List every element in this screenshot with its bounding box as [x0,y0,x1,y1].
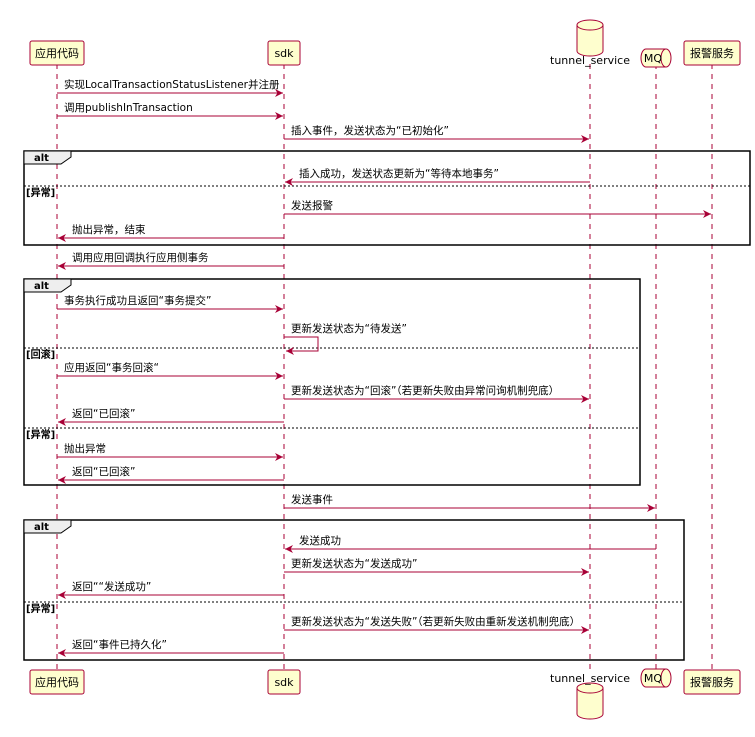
message-label: 返回“已回滚” [72,465,135,478]
fragment-label: alt [34,281,49,292]
message-label: 更新发送状态为“发送失败”（若更新失败由重新发送机制兜底） [291,615,580,628]
fragment-guard: [异常] [26,602,55,615]
message-arrow: 返回““发送成功” [58,580,284,599]
participant-label: 应用代码 [35,46,79,60]
message-label: 抛出异常，结束 [72,223,146,236]
participant-tunnel-top: tunnel_service [550,19,630,67]
participant-sdk-top: sdk [267,40,301,66]
message-arrow: 抛出异常 [57,442,283,461]
alt-fragment: alt [异常] [23,519,685,661]
message-arrow: 发送成功 [285,534,656,553]
message-arrow: 应用返回“事务回滚“ [57,361,283,380]
message-label: 事务执行成功且返回“事务提交” [64,294,211,307]
fragment-guard: [异常] [26,186,55,199]
message-arrow: 事务执行成功且返回“事务提交” [57,294,283,313]
participant-label: sdk [274,676,294,689]
participant-mq-top: MQ [640,48,672,68]
message-arrow: 插入事件，发送状态为“已初始化” [284,124,589,143]
message-label: 发送成功 [299,534,341,547]
fragment-guard: [异常] [26,428,55,441]
participant-label: tunnel_service [550,672,630,685]
message-label: 更新发送状态为“待发送” [291,322,407,335]
message-arrow: 抛出异常，结束 [58,223,284,242]
message-label: 发送事件 [291,493,333,506]
message-label: 插入事件，发送状态为“已初始化” [291,124,449,137]
message-label: 调用应用回调执行应用侧事务 [72,251,209,264]
message-arrow: 返回“已回滚” [58,465,284,484]
message-arrow: 更新发送状态为“发送成功” [284,557,589,576]
fragment-label: alt [34,153,49,164]
participant-app-bottom: 应用代码 [29,669,85,695]
message-label: 发送报警 [291,199,333,212]
message-arrow: 发送报警 [284,199,711,218]
message-label: 抛出异常 [64,442,106,455]
message-arrow: 发送事件 [284,493,655,512]
message-label: 更新发送状态为“回滚”（若更新失败由异常问询机制兜底） [291,384,559,397]
message-label: 返回“已回滚” [72,407,135,420]
participant-label: 报警服务 [690,46,734,60]
participant-label: sdk [274,47,294,60]
message-arrow: 更新发送状态为“发送失败”（若更新失败由重新发送机制兜底） [284,615,589,634]
alt-fragment: alt [回滚] [异常] [23,278,641,486]
message-label: 返回““发送成功” [72,580,151,593]
message-arrow: 更新发送状态为“回滚”（若更新失败由异常问询机制兜底） [284,384,589,403]
message-arrow: 实现LocalTransactionStatusListener并注册 [57,78,283,97]
message-arrow: 返回“已回滚” [58,407,284,426]
message-arrow: 更新发送状态为“待发送” [284,322,407,355]
participant-label: 应用代码 [35,675,79,689]
message-arrow: 调用应用回调执行应用侧事务 [58,251,284,270]
message-arrow: 返回“事件已持久化” [58,638,284,657]
message-arrow: 调用publishInTransaction [57,102,283,120]
message-arrow: 插入成功，发送状态更新为“等待本地事务” [285,167,590,186]
fragment-guard: [回滚] [26,348,55,361]
participant-sdk-bottom: sdk [267,669,301,695]
message-label: 应用返回“事务回滚“ [64,361,159,374]
message-label: 插入成功，发送状态更新为“等待本地事务” [299,167,499,180]
participant-label: MQ [644,672,662,685]
participant-app-top: 应用代码 [29,40,85,66]
participant-label: 报警服务 [690,675,734,689]
participant-mq-bottom: MQ [640,668,672,688]
message-label: 实现LocalTransactionStatusListener并注册 [64,78,280,91]
message-label: 返回“事件已持久化” [72,638,167,651]
participant-alarm-top: 报警服务 [683,40,741,66]
participant-label: MQ [644,52,662,65]
participant-alarm-bottom: 报警服务 [683,669,741,695]
participant-tunnel-bottom: tunnel_service [550,672,630,720]
fragment-label: alt [34,522,49,533]
message-label: 调用publishInTransaction [64,102,193,114]
participant-label: tunnel_service [550,54,630,67]
message-label: 更新发送状态为“发送成功” [291,557,417,570]
alt-fragment: alt [异常] [23,150,751,246]
